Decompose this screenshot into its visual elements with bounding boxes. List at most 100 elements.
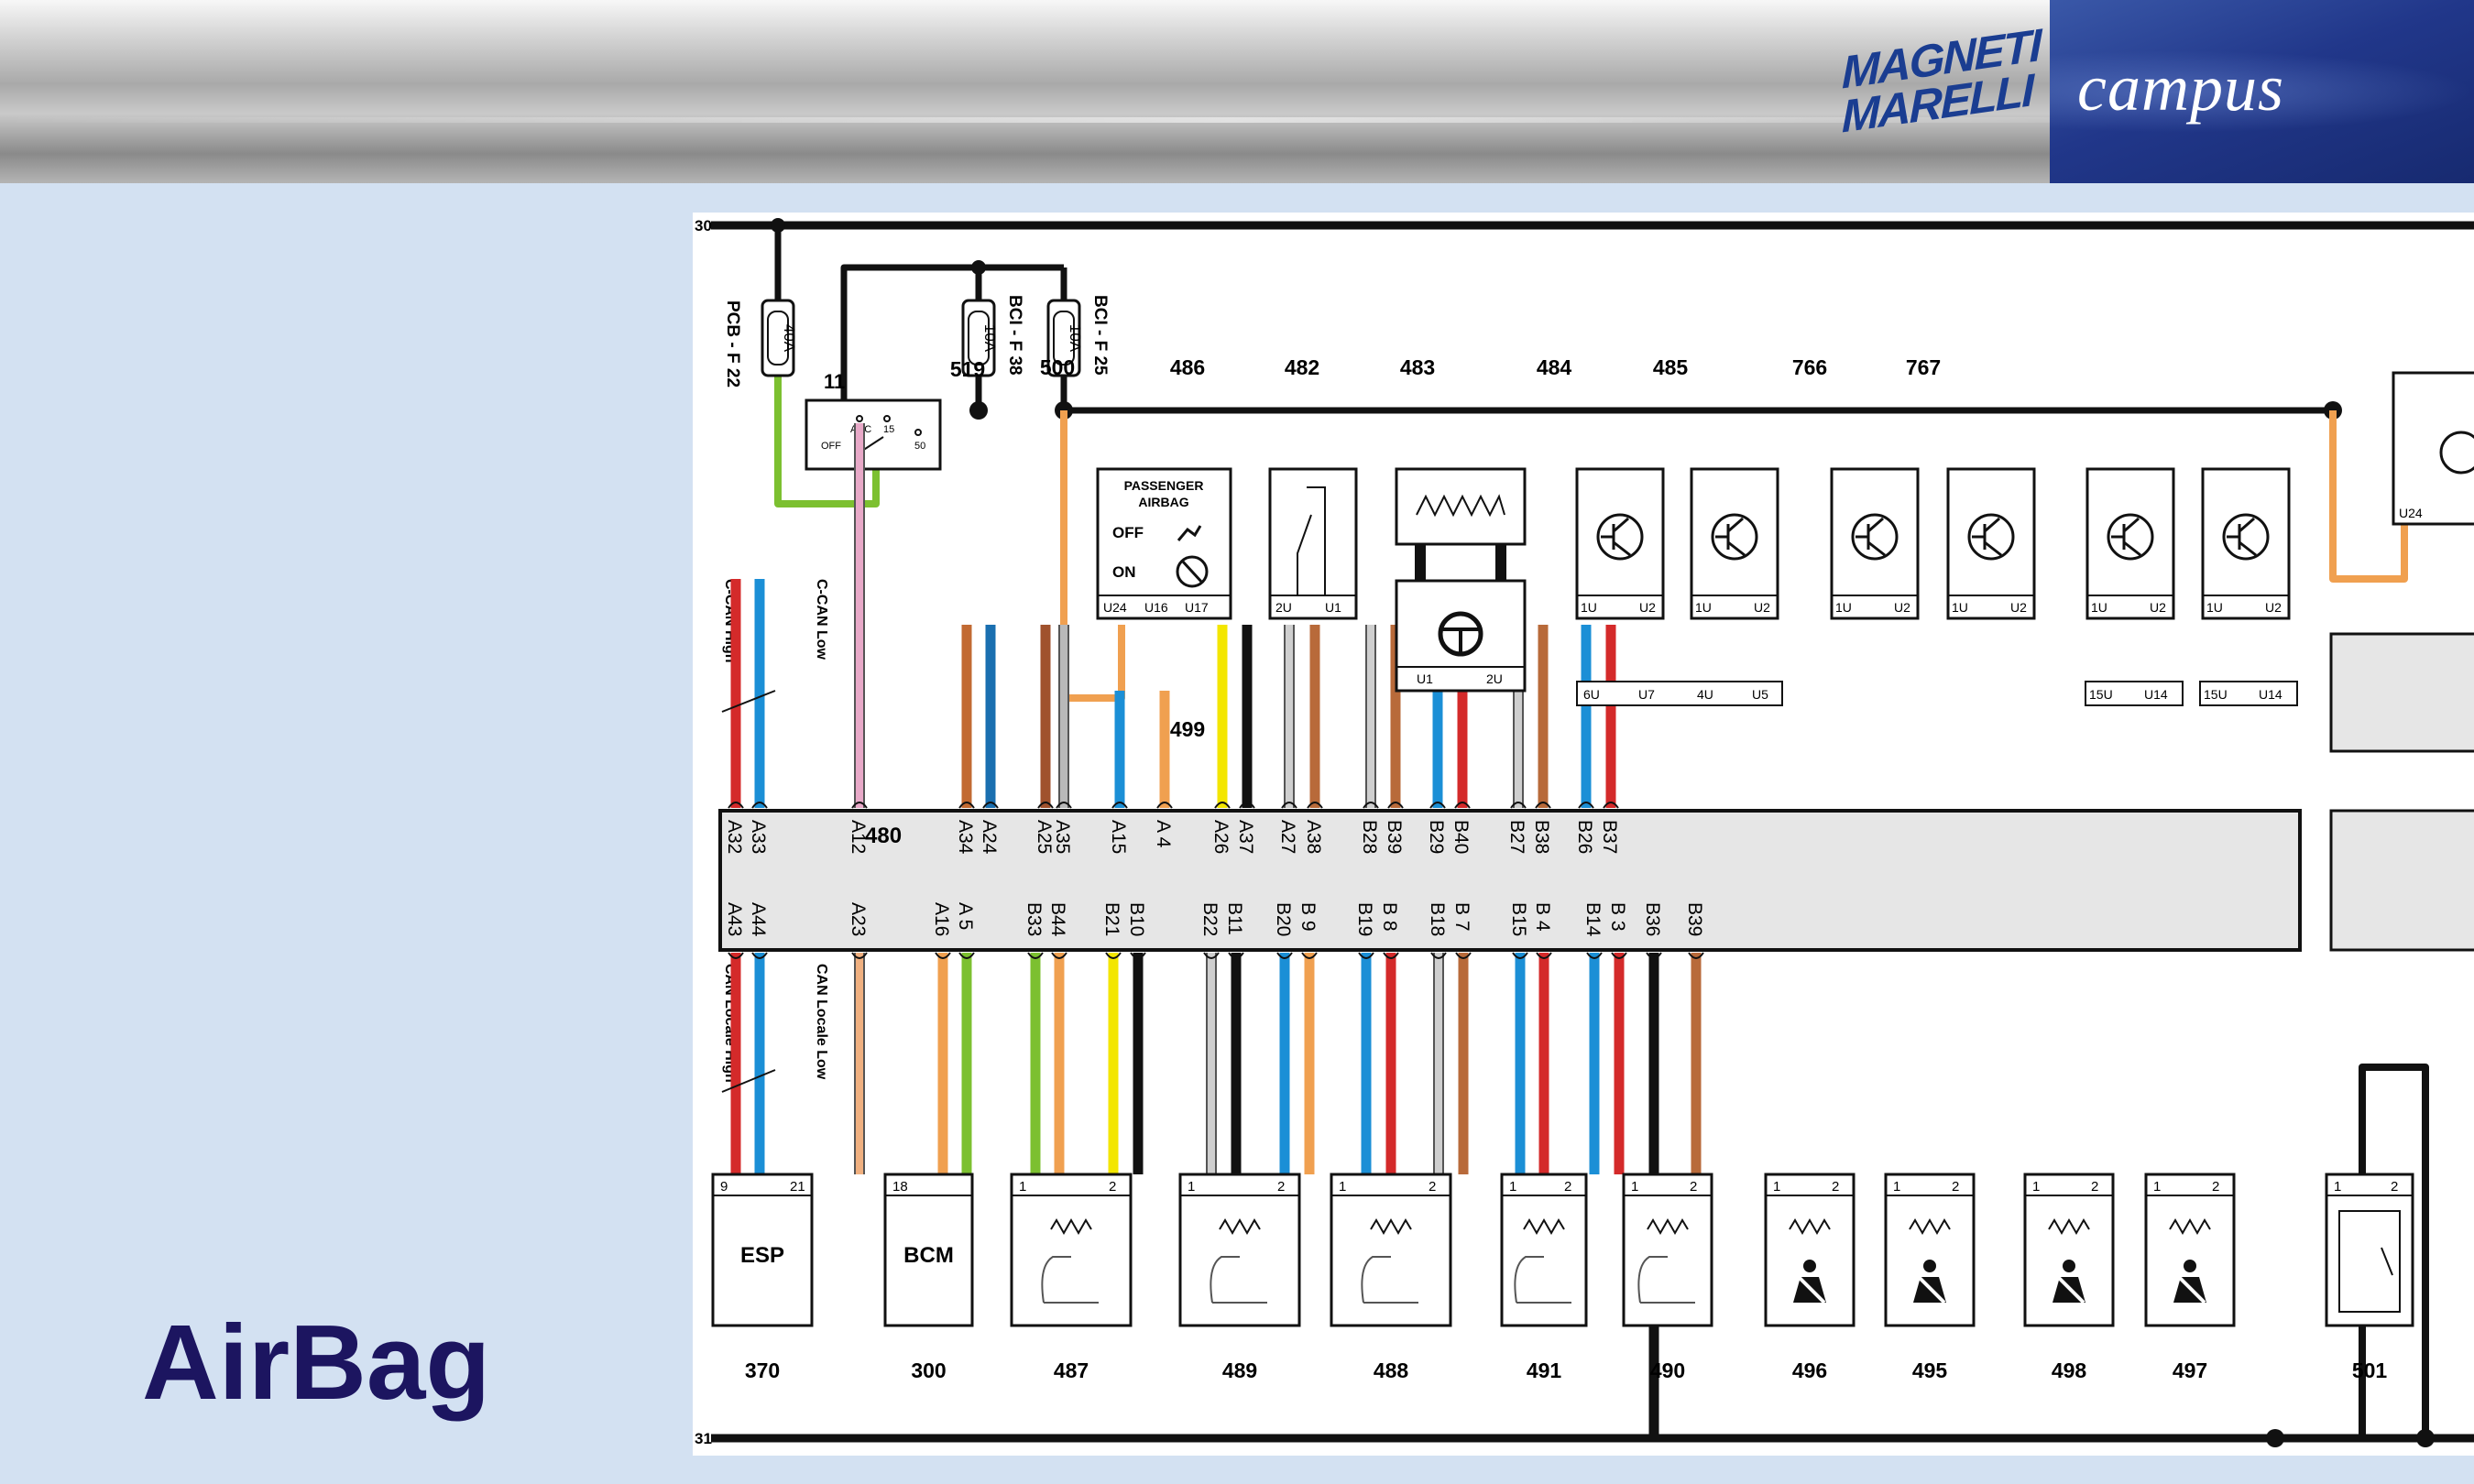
svg-text:U24: U24: [2399, 506, 2423, 520]
passenger-airbag-switch: PASSENGER AIRBAG OFF ON U24 U16 U17: [1096, 467, 1232, 620]
pin-bottom-12: B 9: [1297, 902, 1319, 932]
page-title: AirBag: [142, 1303, 491, 1422]
svg-text:1: 1: [1631, 1179, 1638, 1195]
svg-text:2: 2: [1564, 1179, 1571, 1195]
bottom-component-number-370: 370: [745, 1359, 780, 1382]
svg-text:U1: U1: [1417, 671, 1433, 686]
svg-text:1: 1: [2153, 1179, 2161, 1195]
magneti-marelli-logo: MAGNETI MARELLI: [1842, 19, 2043, 161]
top-wire-A32: [728, 579, 744, 809]
svg-text:2: 2: [1690, 1179, 1697, 1195]
bottom-wire-A43: [728, 952, 744, 1174]
pin-bottom-9: B22: [1199, 902, 1221, 936]
top-wire-A34: [958, 625, 975, 809]
top-wire-A25: [1037, 625, 1054, 809]
squib-zigzag-icon: [1909, 1217, 1951, 1236]
top-wire-A35: [1056, 625, 1072, 809]
svg-text:6U: 6U: [1583, 687, 1600, 702]
pin-top-10: A37: [1235, 820, 1256, 854]
pin-top-15: B29: [1426, 820, 1447, 854]
header-streak: [0, 117, 2053, 123]
bottom-component-number-491: 491: [1527, 1359, 1562, 1382]
svg-text:15U: 15U: [2089, 687, 2113, 702]
bottom-component-number-495: 495: [1912, 1359, 1948, 1382]
svg-text:2: 2: [2212, 1179, 2219, 1195]
component-number-486: 486: [1170, 355, 1205, 379]
top-wire-B26: [1578, 625, 1594, 809]
svg-text:4U: 4U: [1697, 687, 1713, 702]
pin-bottom-20: B 3: [1607, 902, 1628, 932]
top-wire-A26: [1214, 625, 1231, 809]
component-765-300: U24: [2329, 371, 2474, 952]
top-wire-B28: [1363, 625, 1379, 809]
bottom-component-number-489: 489: [1222, 1359, 1257, 1382]
bottom-component-497: 497 1 2: [2144, 1173, 2236, 1382]
bottom-wire-A16: [935, 952, 951, 1174]
transistor-sensor-icon: [2222, 513, 2270, 561]
top-wire-A4: [1156, 691, 1173, 809]
bottom-wire-B39: [1688, 952, 1704, 1174]
pin-bottom-5: B33: [1024, 902, 1045, 936]
pin-bottom-2: A23: [848, 902, 869, 936]
bottom-wire-A23: [851, 952, 868, 1174]
pin-bottom-10: B11: [1224, 902, 1245, 935]
component-number-500: 500: [1040, 355, 1075, 379]
ignition-number: 11: [824, 370, 845, 393]
top-wire-B38: [1535, 625, 1551, 809]
component-500: 2U U1: [1268, 467, 1358, 620]
pin-top-20: B37: [1599, 820, 1620, 854]
component-number-482: 482: [1285, 355, 1319, 379]
fuse-bci-f25: 10A BCI - F 25: [1046, 295, 1110, 377]
bottom-component-number-496: 496: [1792, 1359, 1827, 1382]
pin-bottom-8: B10: [1126, 902, 1147, 936]
bottom-component-number-497: 497: [2173, 1359, 2207, 1382]
ignition-15: 15: [883, 424, 894, 435]
fuse-f25-label: BCI - F 25: [1090, 295, 1110, 376]
bottom-component-491: 491 1 2: [1500, 1173, 1588, 1382]
top-wire-A38: [1307, 625, 1323, 809]
pin-bottom-22: B39: [1684, 902, 1705, 936]
pin-bottom-21: B36: [1642, 902, 1663, 936]
svg-text:2: 2: [1832, 1179, 1839, 1195]
component-number-483: 483: [1400, 355, 1435, 379]
airbag-module-icon: [1210, 1256, 1267, 1304]
bottom-wire-B3: [1611, 952, 1627, 1174]
pin-top-13: B28: [1359, 820, 1380, 854]
pin-bottom-7: B21: [1101, 902, 1122, 936]
airbag-module-icon: [1637, 1256, 1695, 1304]
airbag-ecu-480: 480: [718, 809, 2302, 952]
squib-zigzag-icon: [1219, 1217, 1261, 1236]
top-wire-A12: [851, 423, 868, 809]
svg-text:U1: U1: [1325, 600, 1341, 615]
bottom-wire-B4: [1536, 952, 1552, 1174]
svg-text:2U: 2U: [1486, 671, 1503, 686]
squib-zigzag-icon: [1523, 1217, 1565, 1236]
squib-zigzag-icon: [1647, 1217, 1689, 1236]
pab-line-2: AIRBAG: [1138, 495, 1188, 509]
pin-bottom-0: A43: [724, 902, 745, 936]
pin-top-17: B27: [1506, 820, 1527, 854]
bottom-wire-B9: [1301, 952, 1318, 1174]
svg-text:2: 2: [2091, 1179, 2098, 1195]
component-number-484: 484: [1537, 355, 1572, 379]
svg-text:1: 1: [1339, 1179, 1346, 1195]
pin-bottom-14: B 8: [1379, 902, 1400, 932]
top-wire-A15: [1111, 691, 1128, 809]
pin-top-8: A 4: [1153, 820, 1174, 848]
pin-bottom-18: B 4: [1532, 902, 1553, 932]
svg-text:1: 1: [1509, 1179, 1516, 1195]
svg-text:U2: U2: [2010, 600, 2027, 615]
fuse-pcb-rating: 40A: [781, 324, 798, 353]
svg-text:1: 1: [1188, 1179, 1195, 1195]
svg-text:U5: U5: [1752, 687, 1768, 702]
fuse-bci-f38: 10A BCI - F 38: [961, 295, 1024, 377]
